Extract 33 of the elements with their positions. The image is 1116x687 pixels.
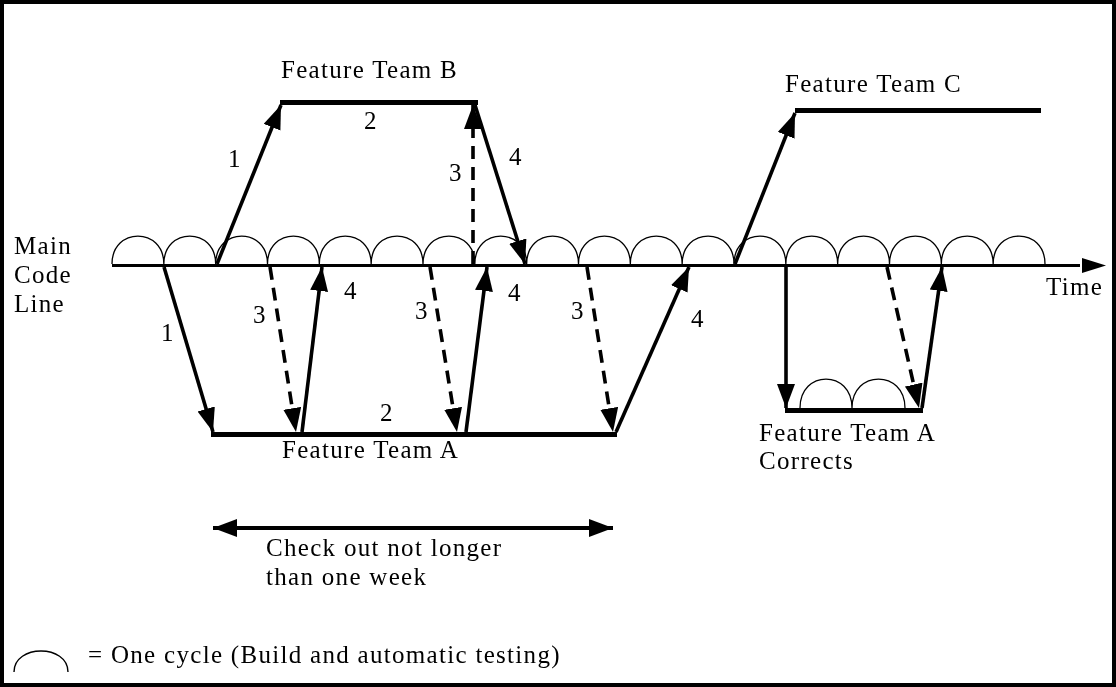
team-label: Feature Team A Corrects: [759, 419, 936, 475]
arrow: [464, 266, 493, 433]
step-number: 2: [380, 398, 394, 427]
dashed-arrow: [268, 266, 302, 433]
edge-label: 3: [448, 162, 464, 184]
team-label: Feature Team A: [282, 436, 461, 464]
arrow: [473, 104, 527, 265]
arrow: [777, 267, 795, 408]
edge-label: 3: [414, 300, 430, 322]
arrow: [733, 112, 797, 265]
legend-label: = One cycle (Build and automatic testing): [88, 640, 561, 669]
edge-label: 3: [570, 300, 586, 322]
team-label: Feature Team B: [281, 56, 460, 84]
edge-label: 4: [690, 308, 706, 330]
line-label: Main Code Line: [14, 231, 73, 318]
edge-label: 3: [252, 304, 268, 326]
axis-label: Time: [1046, 272, 1105, 301]
arrow: [614, 266, 691, 433]
arrow: [920, 266, 948, 409]
dashed-arrow: [464, 105, 482, 264]
dashed-arrow: [585, 266, 619, 433]
dashed-arrow: [885, 266, 923, 409]
arrow: [215, 104, 283, 265]
dimension-label: Check out not longer than one week: [266, 533, 504, 591]
arrow: [300, 266, 329, 433]
edge-label: 4: [508, 146, 524, 168]
team-label: Feature Team C: [785, 70, 964, 98]
dashed-arrow: [428, 266, 462, 433]
edge-label: 4: [507, 282, 523, 304]
arrow: [162, 266, 215, 433]
edge-label: 4: [343, 280, 359, 302]
step-number: 2: [364, 106, 378, 135]
main-code-line: [112, 264, 1080, 267]
